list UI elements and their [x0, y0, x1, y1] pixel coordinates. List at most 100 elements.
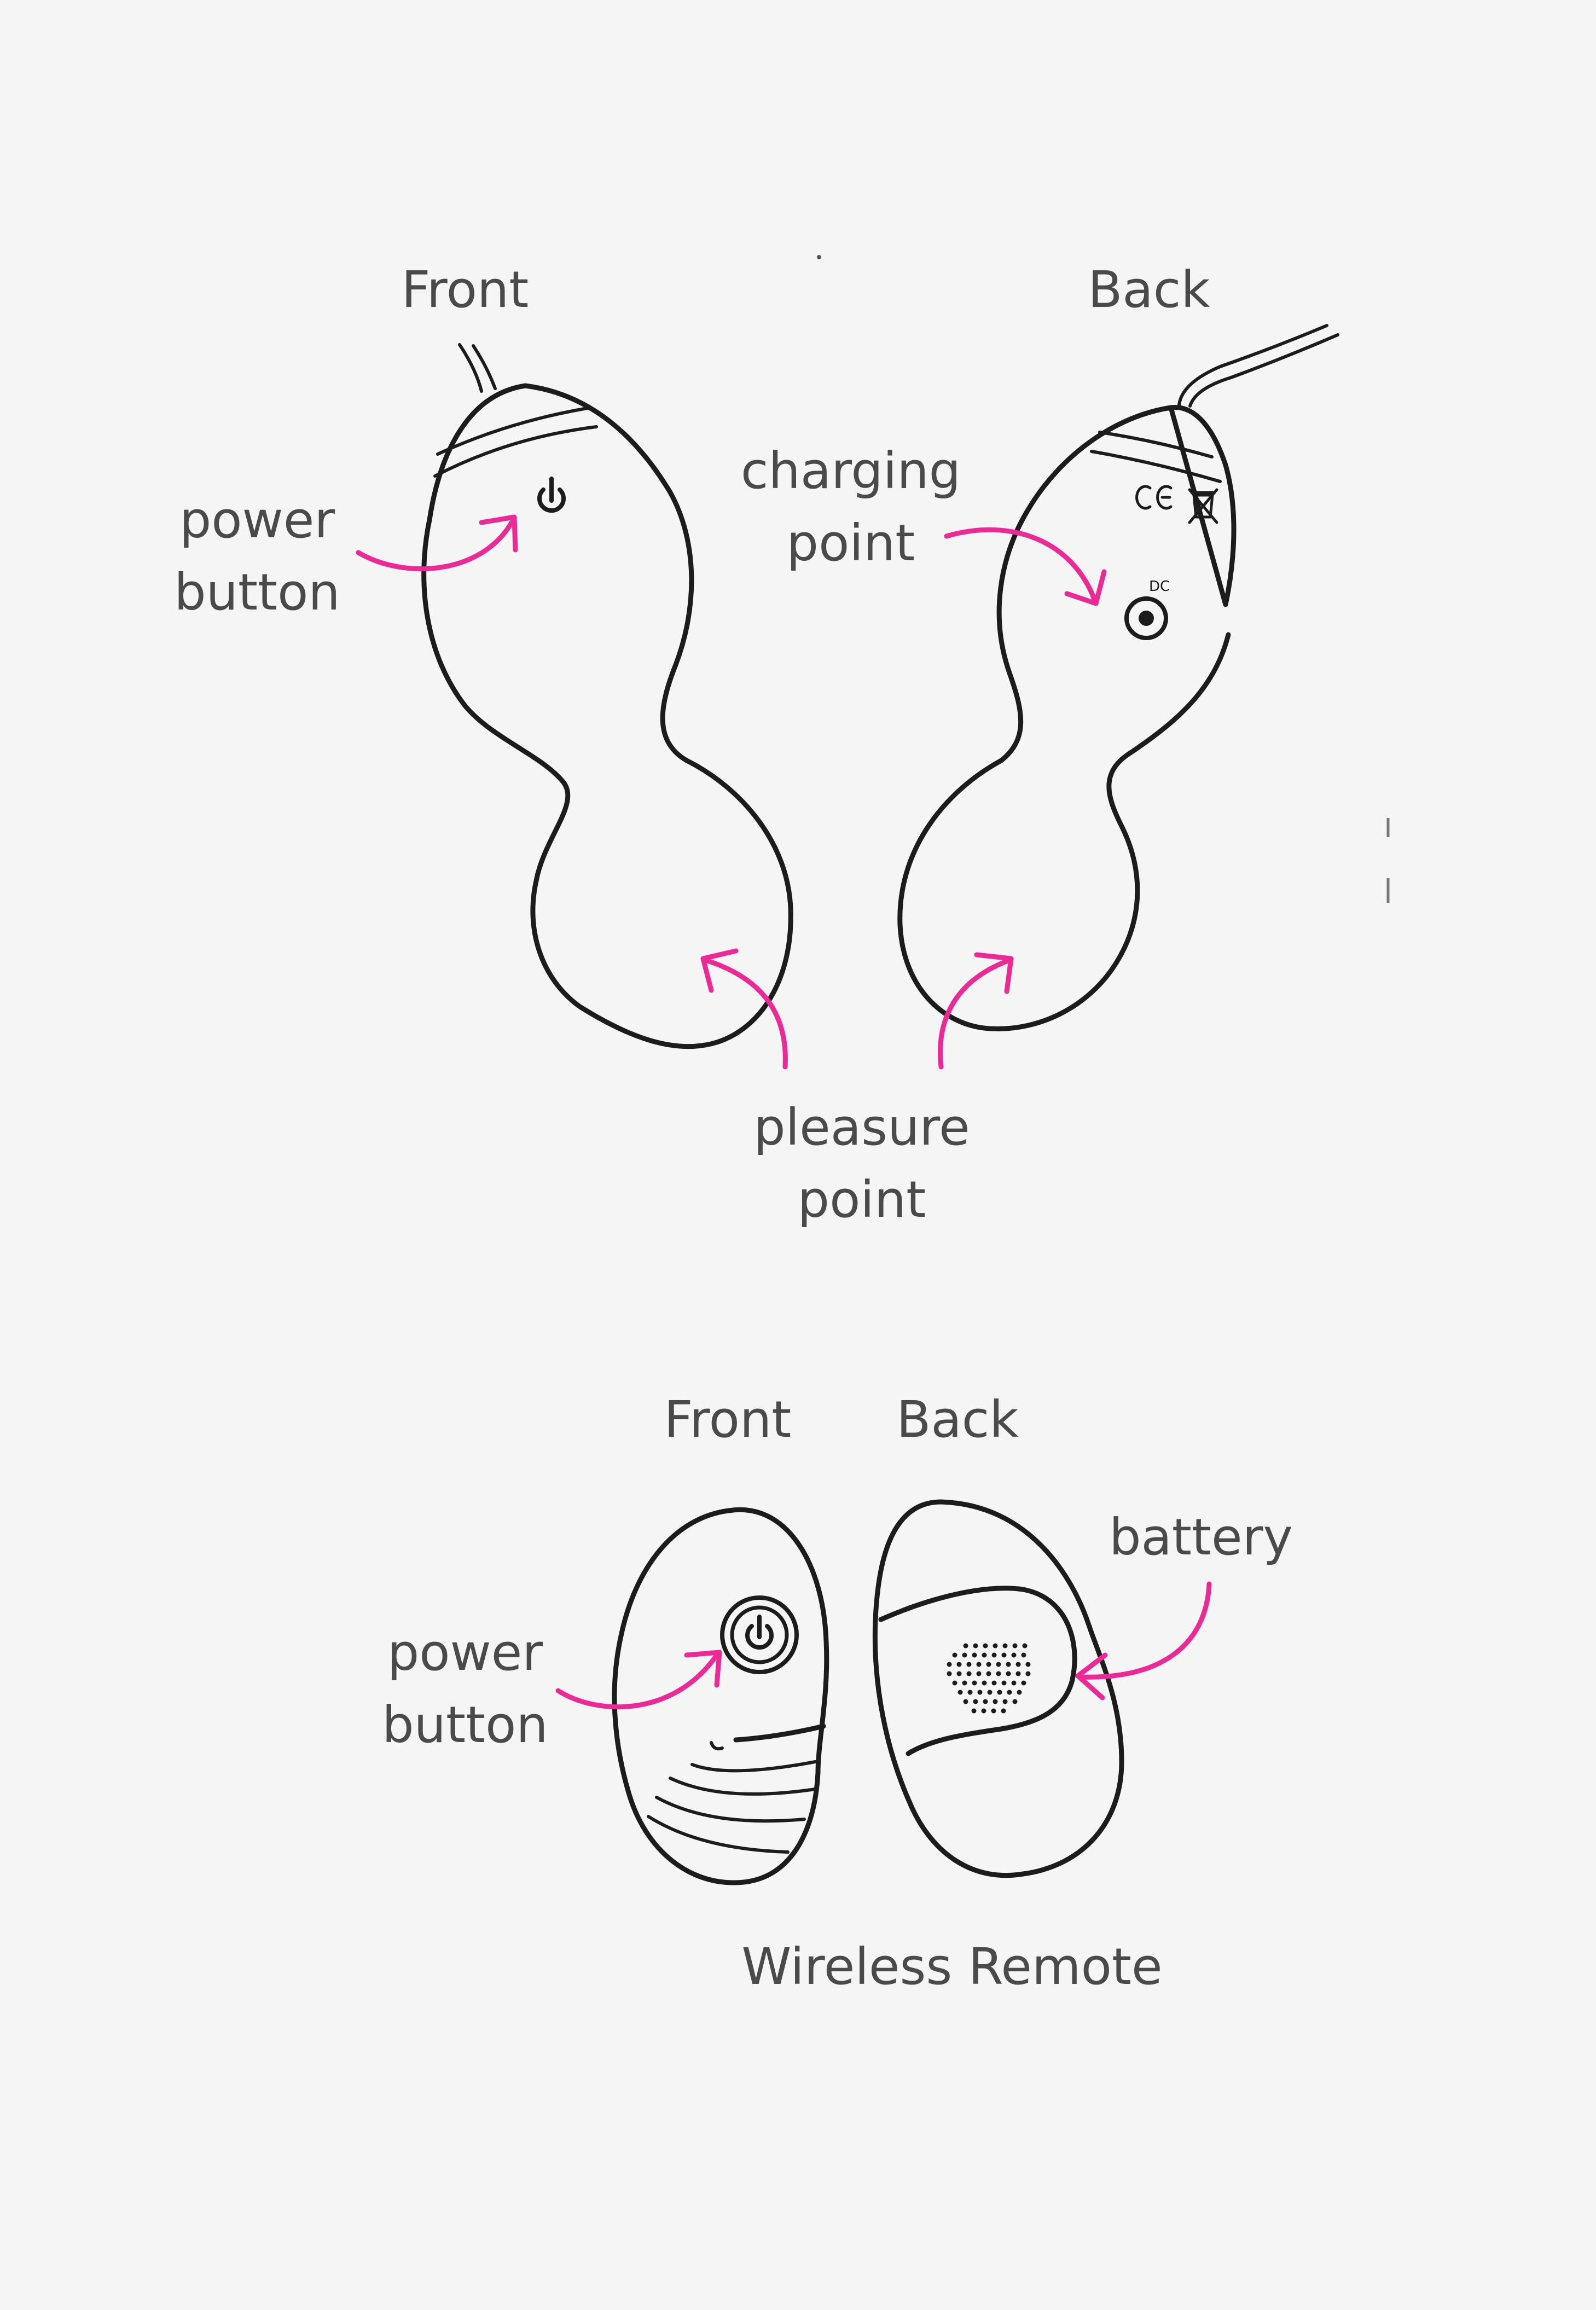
remote-back-drawing — [872, 1499, 1124, 1878]
grille-dot — [1002, 1643, 1008, 1649]
charging-point-label: charging point — [740, 442, 961, 572]
egg-back-band-bottom — [1090, 450, 1222, 483]
grille-dot — [952, 1652, 957, 1658]
grille-dot — [977, 1690, 983, 1695]
grille-dot — [982, 1652, 987, 1658]
charging-point-arrow — [944, 527, 1107, 606]
grille-dot — [991, 1708, 996, 1714]
egg-back-label: Back — [1088, 260, 1210, 319]
grille-dot — [1011, 1652, 1017, 1658]
grille-dot — [1025, 1671, 1031, 1676]
grille-dot — [976, 1671, 982, 1676]
grille-dot — [996, 1662, 1001, 1667]
stray-dot — [817, 255, 821, 259]
grille-dot — [963, 1699, 968, 1704]
grille-dot — [997, 1690, 1002, 1695]
grille-dot — [971, 1708, 977, 1714]
grille-dot — [1006, 1671, 1011, 1676]
grille-dot — [1001, 1652, 1007, 1658]
grille-dot — [983, 1699, 988, 1704]
grille-dot — [957, 1690, 963, 1695]
remote-front-body — [612, 1507, 829, 1885]
grille-dot — [947, 1671, 952, 1676]
wireless-remote-caption: Wireless Remote — [741, 1937, 1163, 1996]
grille-dot — [1012, 1699, 1018, 1704]
remote-front-label: Front — [664, 1390, 792, 1449]
grille-dot — [986, 1671, 991, 1676]
grille-dot — [1015, 1662, 1021, 1667]
remote-power-button-icon — [720, 1595, 799, 1674]
remote-back-body — [872, 1499, 1124, 1878]
battery-label: battery — [1109, 1508, 1293, 1566]
grille-dot — [1015, 1671, 1021, 1676]
grille-dot — [986, 1662, 991, 1667]
grille-dot — [973, 1699, 978, 1704]
remote-power-button-label: power button — [382, 1623, 548, 1754]
grille-dot — [1011, 1680, 1017, 1686]
remote-front-drawing — [612, 1507, 829, 1885]
egg-back-band-top — [1098, 431, 1214, 458]
grille-dot — [966, 1662, 972, 1667]
grille-dot — [956, 1671, 962, 1676]
grille-dot — [1021, 1680, 1026, 1686]
grille-dot — [976, 1662, 982, 1667]
grille-dot — [982, 1680, 987, 1686]
battery-grille-icon — [947, 1643, 1031, 1714]
egg-power-arrow — [356, 514, 518, 572]
egg-back-body — [897, 405, 1237, 1031]
grille-dot — [1025, 1662, 1031, 1667]
egg-back-cord — [1177, 324, 1339, 408]
remote-back-label: Back — [896, 1390, 1019, 1449]
dc-port-icon — [1124, 596, 1168, 640]
grille-dot — [972, 1652, 977, 1658]
grille-dot — [996, 1671, 1001, 1676]
grille-dot — [1017, 1690, 1022, 1695]
grille-dot — [1012, 1643, 1018, 1649]
grille-dot — [983, 1643, 988, 1649]
egg-front-band-bottom — [433, 425, 598, 478]
grille-dot — [972, 1680, 977, 1686]
grille-dot — [1006, 1662, 1011, 1667]
egg-back-drawing: DC — [897, 324, 1339, 1031]
remote-power-arrow — [555, 1650, 722, 1710]
grille-dot — [1001, 1708, 1006, 1714]
battery-cover — [878, 1586, 1077, 1756]
egg-front-power-icon — [537, 477, 566, 513]
grille-dot — [956, 1662, 962, 1667]
grille-dot — [1022, 1643, 1028, 1649]
ce-mark-icon — [1135, 485, 1173, 510]
grille-dot — [963, 1643, 968, 1649]
pleasure-point-label: pleasure point — [753, 1098, 970, 1229]
weee-bin-icon — [1188, 488, 1218, 524]
grille-dot — [993, 1643, 998, 1649]
grille-dot — [967, 1690, 973, 1695]
grille-dot — [1021, 1652, 1026, 1658]
grille-dot — [1001, 1680, 1007, 1686]
grille-dot — [993, 1699, 998, 1704]
egg-front-drawing — [421, 343, 793, 1049]
remote-front-grip-lines — [647, 1723, 826, 1854]
grille-dot — [987, 1690, 993, 1695]
egg-front-cord — [458, 343, 497, 393]
egg-front-body — [421, 383, 793, 1049]
pleasure-point-arrow-right — [938, 952, 1014, 1070]
egg-power-button-label: power button — [174, 491, 340, 622]
grille-dot — [1007, 1690, 1012, 1695]
pleasure-point-arrow-left — [700, 948, 788, 1070]
grille-dot — [973, 1643, 978, 1649]
egg-front-band-top — [436, 406, 593, 456]
grille-dot — [966, 1671, 972, 1676]
grille-dot — [962, 1680, 967, 1686]
battery-arrow — [1075, 1581, 1212, 1700]
dc-marking-text: DC — [1149, 578, 1170, 595]
grille-dot — [952, 1680, 957, 1686]
grille-dot — [962, 1652, 967, 1658]
grille-dot — [981, 1708, 986, 1714]
grille-dot — [1002, 1699, 1008, 1704]
grille-dot — [991, 1680, 997, 1686]
grille-dot — [991, 1652, 997, 1658]
grille-dot — [947, 1662, 952, 1667]
egg-front-label: Front — [401, 260, 529, 319]
